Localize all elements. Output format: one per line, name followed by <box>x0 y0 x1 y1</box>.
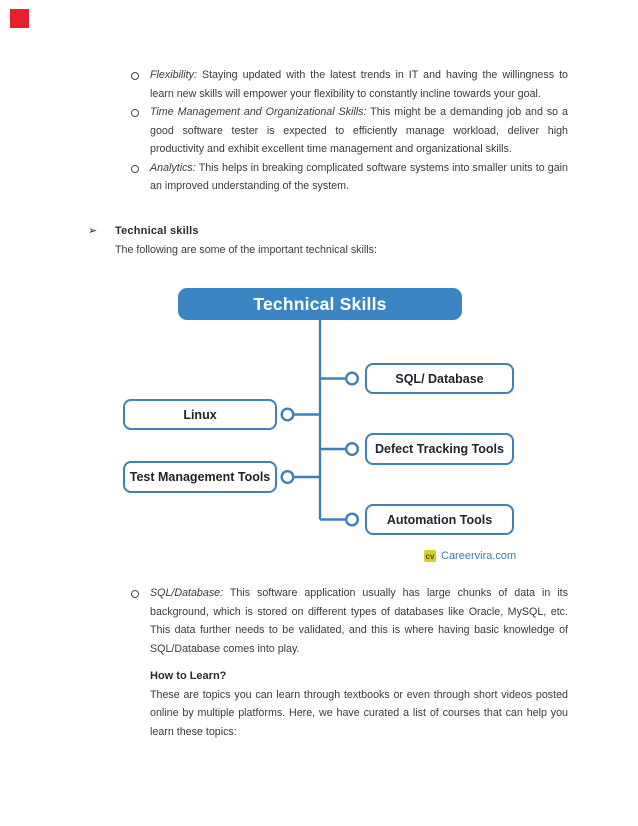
connector-dot-icon <box>280 469 295 484</box>
diagram-node-linux: Linux <box>123 399 277 430</box>
connector-dot-icon <box>345 512 360 527</box>
how-to-learn-paragraph: These are topics you can learn through t… <box>150 688 568 738</box>
how-to-learn-heading: How to Learn? <box>150 670 227 682</box>
list-item-text: Flexibility: Staying updated with the la… <box>150 66 568 103</box>
careervira-logo-text: Careervira.com <box>441 550 517 562</box>
skill-term: SQL/Database: <box>150 587 224 599</box>
list-item-text: Time Management and Organizational Skill… <box>150 103 568 159</box>
red-marker-icon <box>10 9 29 28</box>
skill-desc: Staying updated with the latest trends i… <box>150 69 568 100</box>
diagram-node-test-management: Test Management Tools <box>123 461 277 493</box>
skill-term: Flexibility: <box>150 69 197 81</box>
diagram-node-automation: Automation Tools <box>365 504 514 535</box>
soft-skills-list: Flexibility: Staying updated with the la… <box>131 66 568 196</box>
section-subtitle: The following are some of the important … <box>115 243 377 256</box>
arrow-bullet-icon: ➢ <box>88 225 98 237</box>
list-item: SQL/Database: This software application … <box>131 584 568 658</box>
sql-database-section: SQL/Database: This software application … <box>131 584 568 741</box>
careervira-logo: cv Careervira.com <box>424 550 516 562</box>
skill-desc: This might be a demanding job and so a g… <box>150 106 568 155</box>
connector-dot-icon <box>345 371 360 386</box>
diagram-connectors <box>280 320 360 527</box>
diagram-node-sql-database: SQL/ Database <box>365 363 514 394</box>
circle-bullet-icon <box>131 103 150 159</box>
cv-badge-icon: cv <box>424 550 436 562</box>
connector-dot-icon <box>280 407 295 422</box>
list-item-text: Analytics: This helps in breaking compli… <box>150 159 568 196</box>
diagram-node-defect-tracking: Defect Tracking Tools <box>365 433 514 465</box>
skill-desc: This helps in breaking complicated softw… <box>150 161 569 193</box>
skill-term: Analytics: <box>150 161 196 174</box>
section-title: Technical skills <box>115 225 199 237</box>
circle-bullet-icon <box>131 66 150 103</box>
circle-bullet-icon <box>131 584 150 658</box>
technical-skills-diagram: Technical Skills SQL/ Database Linux Def… <box>0 287 638 569</box>
list-item: Flexibility: Staying updated with the la… <box>131 66 568 103</box>
circle-bullet-icon <box>131 159 150 196</box>
list-item: Time Management and Organizational Skill… <box>131 103 568 159</box>
diagram-root-node: Technical Skills <box>178 288 462 320</box>
list-item-text: SQL/Database: This software application … <box>150 584 568 658</box>
technical-skills-heading: ➢ Technical skills The following are som… <box>88 222 568 259</box>
skill-desc: This software application usually has la… <box>150 587 568 655</box>
list-item: Analytics: This helps in breaking compli… <box>131 159 568 196</box>
skill-term: Time Management and Organizational Skill… <box>150 106 367 118</box>
connector-dot-icon <box>345 441 360 456</box>
